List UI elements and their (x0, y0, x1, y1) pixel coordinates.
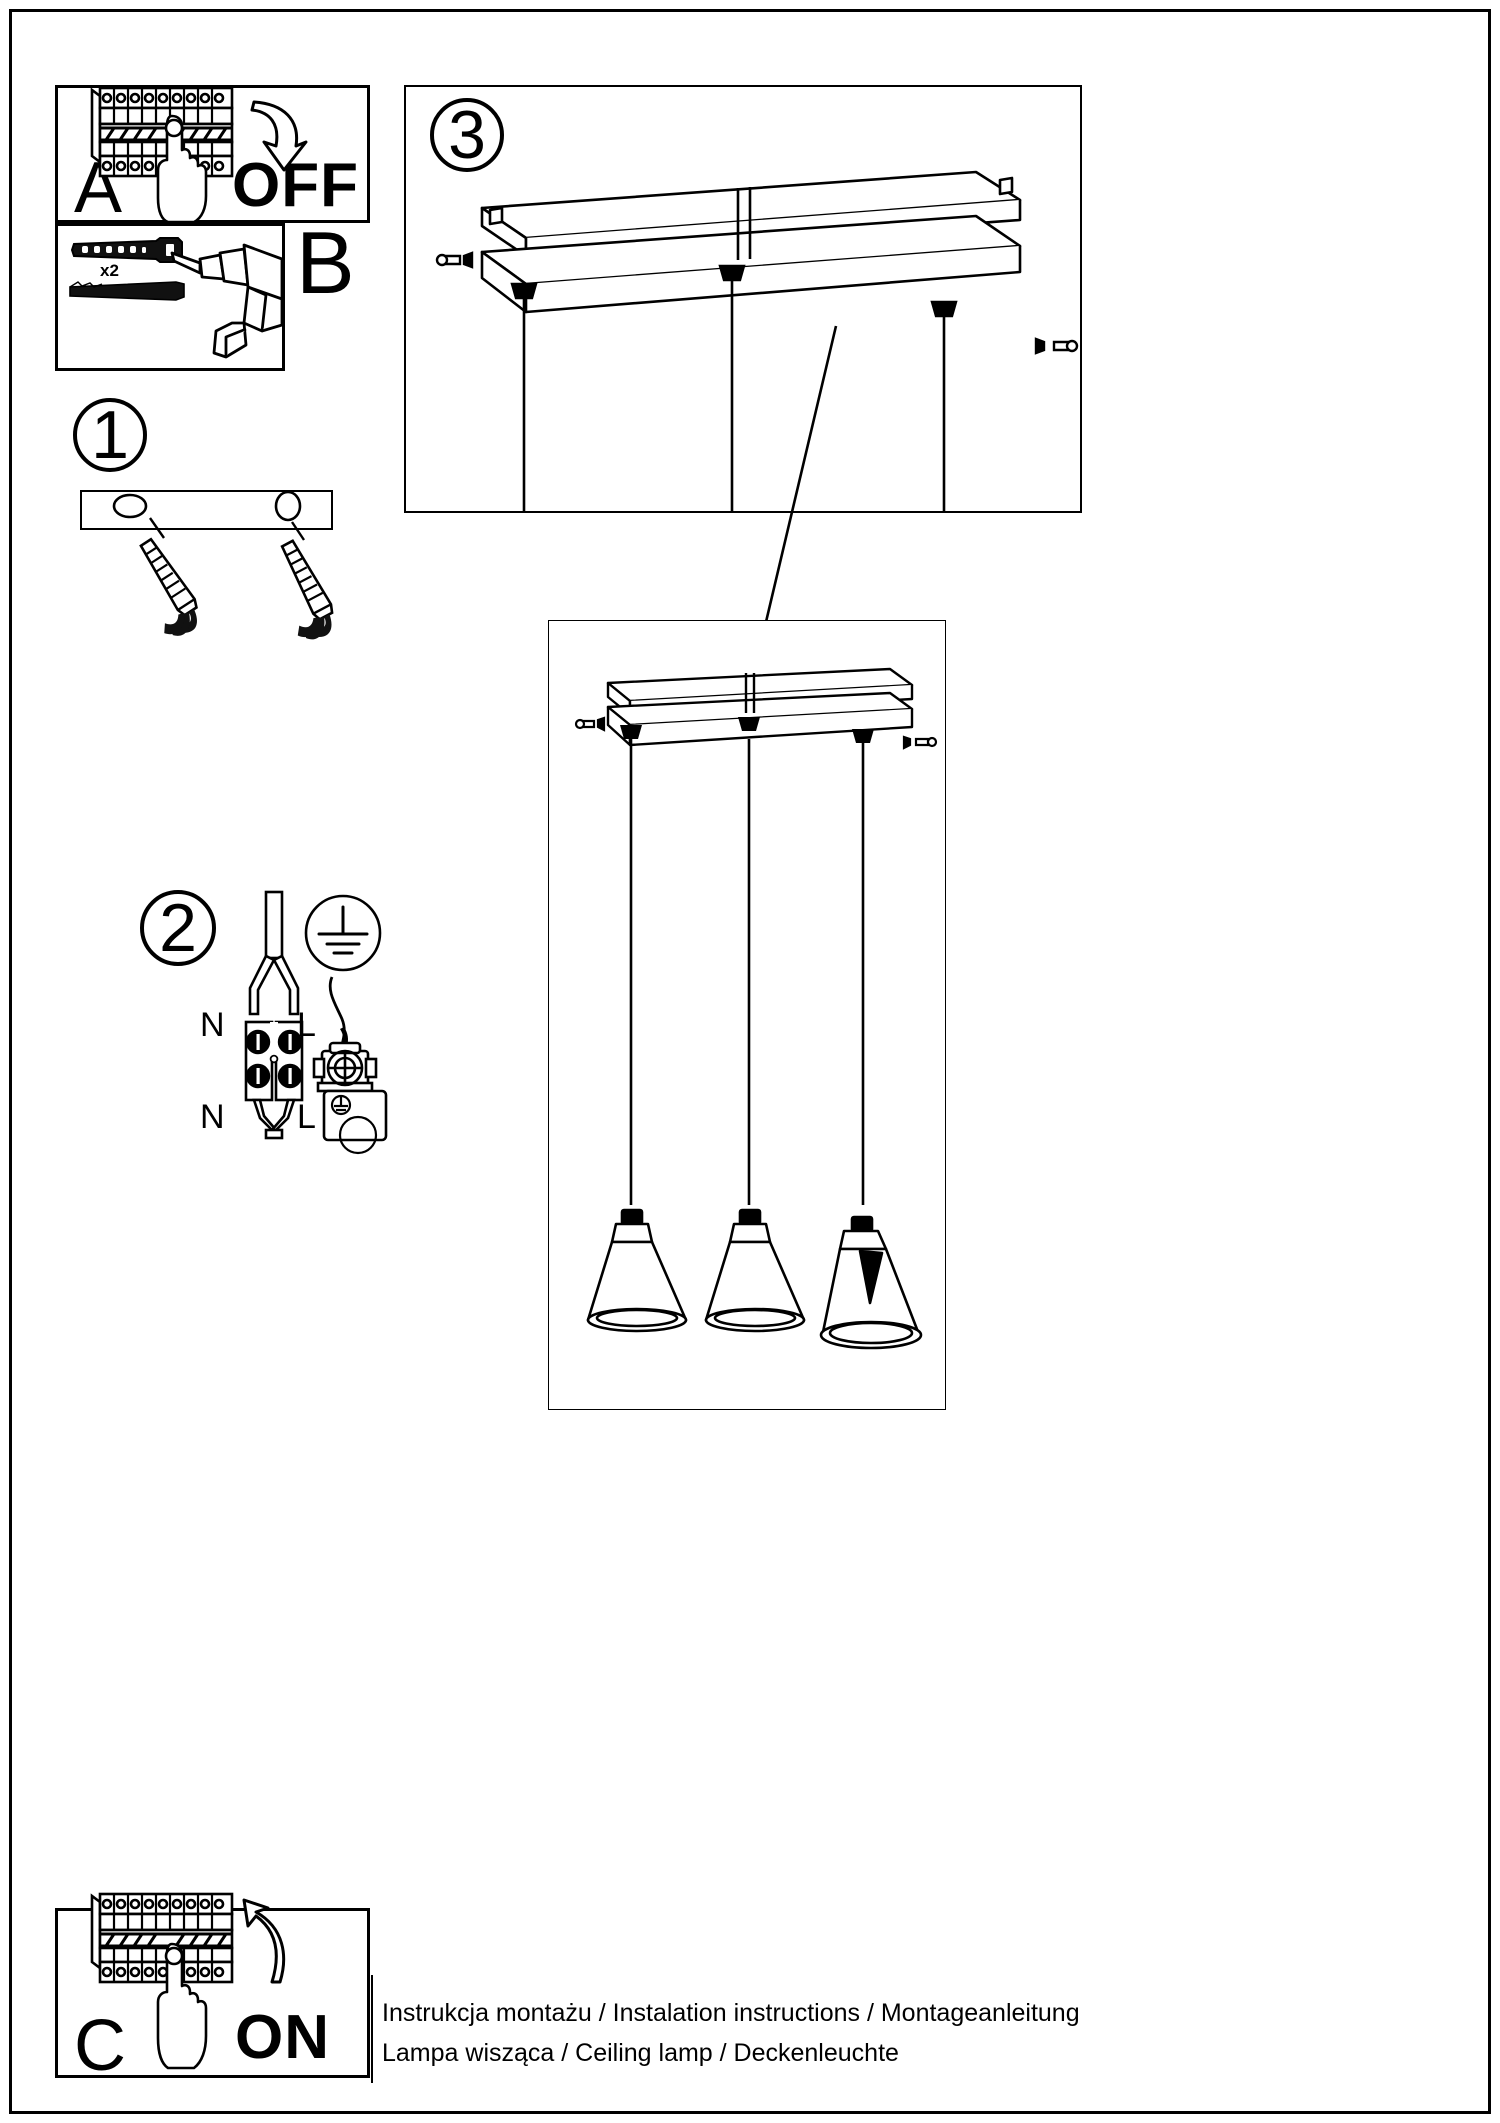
cone-shade-icon (586, 1208, 688, 1333)
terminal-label-n-top: N (200, 1006, 225, 1044)
step-3-number: 3 (448, 97, 486, 173)
mounting-bracket-holes (112, 490, 302, 522)
pointing-hand-icon (156, 1942, 208, 2070)
cone-shade-icon (704, 1208, 806, 1333)
curved-arrow-down-icon (250, 100, 308, 172)
terminal-label-n-bottom: N (200, 1098, 225, 1136)
screw-icon (280, 521, 334, 640)
page-border (9, 9, 1491, 2114)
panel-a-word: OFF (232, 151, 359, 220)
panel-c-word: ON (235, 2003, 330, 2072)
caption-divider (371, 1975, 373, 2083)
panel-c-letter: C (74, 2006, 126, 2086)
canopy-bar-icon (435, 170, 1079, 512)
step-2-circle: 2 (140, 890, 216, 966)
step-2-number: 2 (159, 890, 197, 966)
pointing-hand-icon (156, 114, 208, 224)
ceiling-bar-icon (574, 667, 938, 750)
caption-line-1: Instrukcja montażu / Instalation instruc… (382, 1999, 1080, 2027)
caption-block: Instrukcja montażu / Instalation instruc… (382, 1993, 1082, 2073)
terminal-block-icon (244, 890, 304, 1140)
pendant-cable-icon (629, 739, 865, 1205)
power-drill-icon (170, 243, 284, 359)
caption-line-2: Lampa wisząca / Ceiling lamp / Deckenleu… (382, 2039, 899, 2067)
curved-arrow-up-icon (242, 1898, 286, 1984)
terminal-label-l-bottom: L (297, 1098, 316, 1136)
step-3-circle: 3 (430, 98, 504, 172)
wall-plug-icon (70, 237, 183, 263)
panel-b-letter: B (296, 213, 355, 312)
screw-icon (69, 281, 185, 301)
wall-plug-icon (139, 517, 198, 636)
step-1-circle: 1 (73, 398, 147, 472)
earth-terminal-clamp-icon (312, 976, 388, 1155)
cone-shade-icon (819, 1215, 923, 1350)
earth-ground-icon (304, 894, 382, 972)
step-1-number: 1 (91, 397, 129, 473)
terminal-label-l-top: L (297, 1006, 316, 1044)
quantity-label: x2 (100, 261, 119, 280)
